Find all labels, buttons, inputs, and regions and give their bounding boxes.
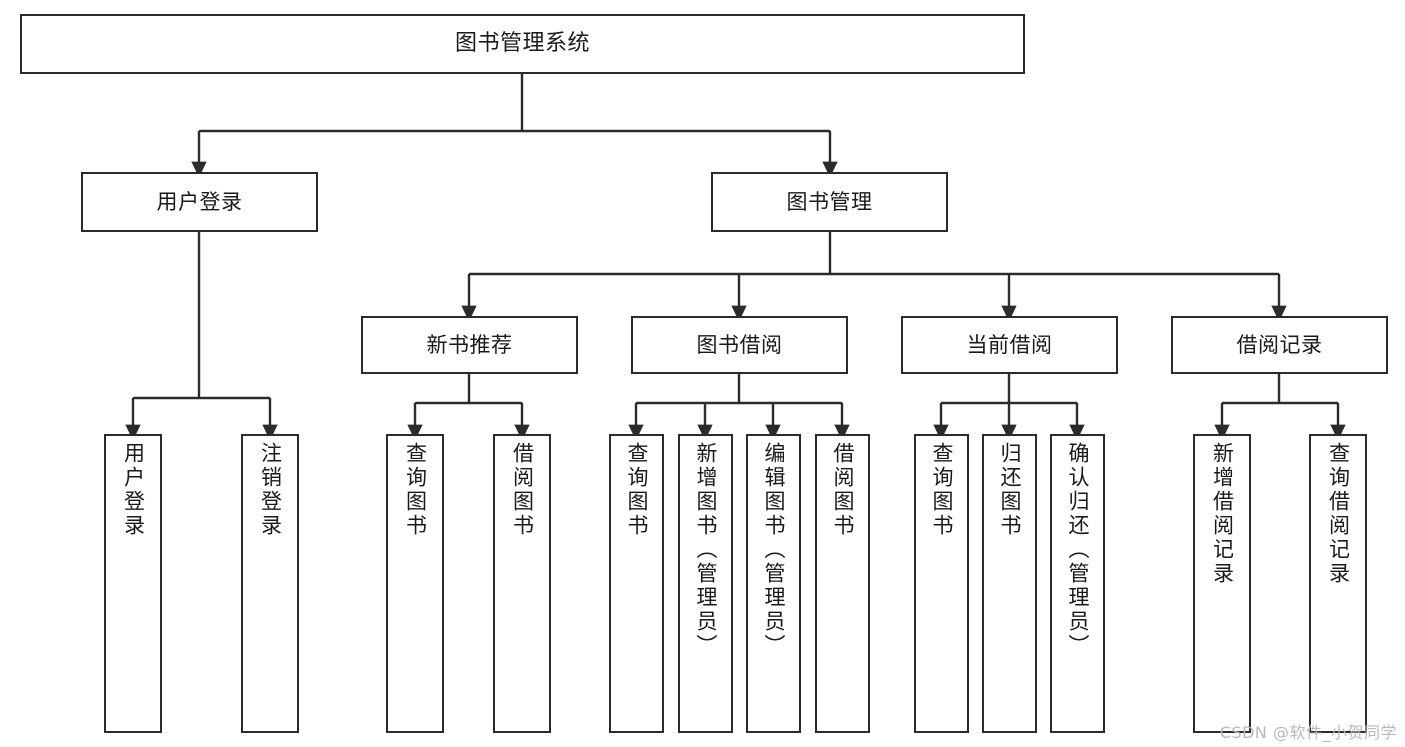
node-label: 新增借阅记录	[1210, 442, 1235, 586]
node-label: 借阅图书	[510, 442, 535, 538]
node-leaf-return-book[interactable]: 归还图书	[982, 434, 1037, 733]
node-leaf-user-login[interactable]: 用户登录	[104, 434, 162, 733]
node-leaf-query-book-recommend[interactable]: 查询图书	[386, 434, 444, 733]
node-leaf-query-book-borrow[interactable]: 查询图书	[609, 434, 664, 733]
node-user-login[interactable]: 用户登录	[81, 172, 318, 232]
node-leaf-borrow-book-recommend[interactable]: 借阅图书	[493, 434, 551, 733]
node-label: 当前借阅	[966, 332, 1053, 357]
node-label: 查询图书	[625, 442, 649, 538]
node-label: 编辑图书（管理员）	[762, 442, 786, 658]
node-new-book-recommend[interactable]: 新书推荐	[361, 316, 578, 374]
node-label: 用户登录	[156, 189, 243, 214]
node-current-borrow[interactable]: 当前借阅	[901, 316, 1118, 374]
node-label: 确认归还（管理员）	[1066, 442, 1090, 658]
node-leaf-add-book-admin[interactable]: 新增图书（管理员）	[678, 434, 733, 733]
node-leaf-edit-book-admin[interactable]: 编辑图书（管理员）	[746, 434, 801, 733]
node-book-borrow[interactable]: 图书借阅	[631, 316, 848, 374]
node-leaf-confirm-return-admin[interactable]: 确认归还（管理员）	[1050, 434, 1105, 733]
node-label: 借阅记录	[1236, 332, 1323, 357]
csdn-watermark: CSDN @软件_小贺同学	[1219, 723, 1397, 742]
node-label: 查询图书	[930, 442, 954, 538]
node-label: 新增图书（管理员）	[694, 442, 718, 658]
node-label: 图书管理	[786, 189, 873, 214]
node-leaf-logout-login[interactable]: 注销登录	[241, 434, 299, 733]
node-label: 注销登录	[258, 442, 283, 538]
node-leaf-query-book-current[interactable]: 查询图书	[914, 434, 969, 733]
node-label: 归还图书	[998, 442, 1022, 538]
node-label: 图书管理系统	[454, 31, 590, 57]
node-book-management[interactable]: 图书管理	[711, 172, 948, 232]
node-label: 借阅图书	[831, 442, 855, 538]
node-label: 查询图书	[403, 442, 428, 538]
node-root-book-management-system[interactable]: 图书管理系统	[20, 14, 1025, 74]
node-leaf-borrow-book-borrow[interactable]: 借阅图书	[815, 434, 870, 733]
node-leaf-query-borrow-record[interactable]: 查询借阅记录	[1309, 434, 1367, 733]
node-label: 查询借阅记录	[1326, 442, 1351, 586]
node-label: 用户登录	[121, 442, 146, 538]
node-leaf-add-borrow-record[interactable]: 新增借阅记录	[1193, 434, 1251, 733]
node-label: 图书借阅	[696, 332, 783, 357]
node-label: 新书推荐	[426, 332, 513, 357]
node-borrow-record[interactable]: 借阅记录	[1171, 316, 1388, 374]
